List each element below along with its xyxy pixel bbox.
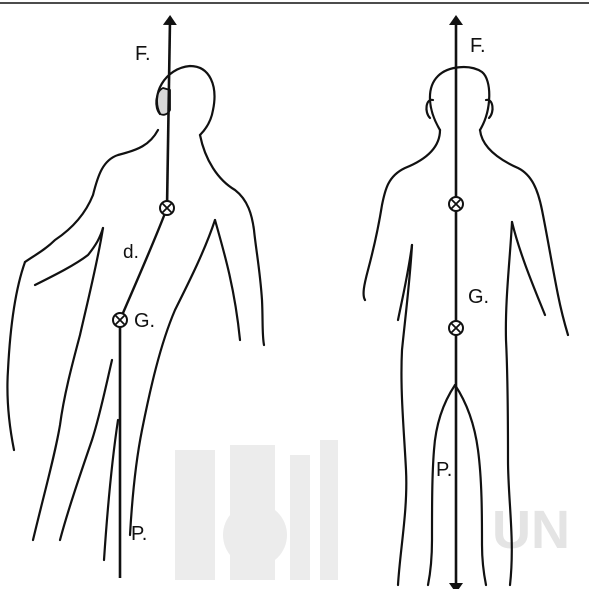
left-upper-point: [160, 201, 174, 215]
left-gravity-label: G.: [134, 310, 155, 332]
left-arm-right-inner: [215, 220, 240, 340]
right-arm-right-inner: [512, 222, 545, 315]
right-upper-point: [449, 197, 463, 211]
right-leg-inner-right: [455, 385, 486, 585]
left-force-label: F.: [135, 43, 151, 65]
left-leg-inner-b: [104, 420, 118, 560]
right-shoulder-right: [480, 130, 568, 335]
right-gravity-point: [449, 321, 463, 335]
left-body-axis-segment: [120, 208, 167, 320]
left-shoulder-right: [200, 135, 264, 345]
right-leg-inner-left: [428, 385, 455, 585]
right-shoulder-left: [364, 130, 440, 300]
left-gravity-point: [113, 313, 127, 327]
left-pressure-label: P.: [131, 523, 147, 545]
watermark-text: UN: [492, 500, 570, 560]
left-arm-outer: [7, 262, 25, 450]
left-distance-label: d.: [123, 242, 139, 263]
left-force-arrow: [167, 20, 170, 208]
left-figure: F. d. G. P.: [7, 20, 264, 578]
right-head: [430, 67, 489, 130]
right-pressure-label: P.: [436, 459, 452, 481]
right-force-label: F.: [470, 35, 486, 57]
right-gravity-label: G.: [468, 286, 489, 308]
left-torso-lower: [33, 228, 103, 540]
right-torso-left: [398, 245, 412, 585]
